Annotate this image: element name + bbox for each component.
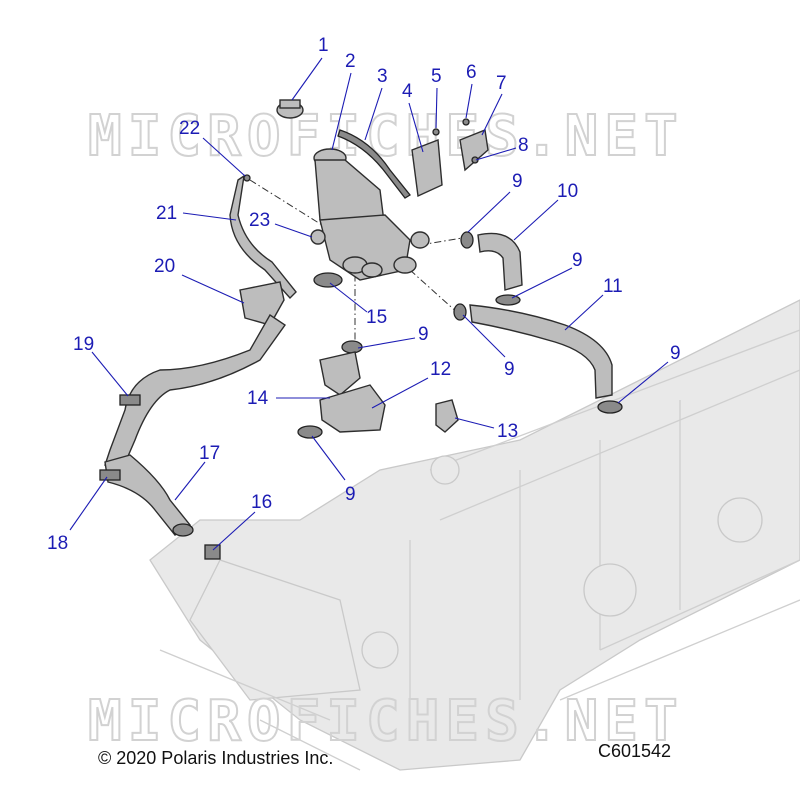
part-18-clamp <box>99 469 121 481</box>
callout-14: 14 <box>247 388 269 409</box>
leader-lines <box>69 57 669 551</box>
callout-5: 5 <box>431 66 442 87</box>
watermark-top: MICROFICHES.NET <box>88 104 684 169</box>
vehicle-frame <box>149 299 800 771</box>
callout-4: 4 <box>402 81 413 102</box>
callout-19: 19 <box>73 334 94 355</box>
part-13-sensor-housing <box>435 399 459 433</box>
callout-12: 12 <box>430 359 451 380</box>
part-14-housing <box>319 351 361 396</box>
part-6-bolt <box>462 118 470 126</box>
part-21-hose <box>229 174 297 300</box>
callout-20: 20 <box>154 256 175 277</box>
part-12-thermostat-housing <box>319 384 386 433</box>
part-20-tee-fitting <box>239 281 285 326</box>
part-16-sensor <box>204 544 221 560</box>
callout-3: 3 <box>377 66 388 87</box>
callout-9-e: 9 <box>418 324 429 345</box>
part-7-bracket <box>459 129 489 172</box>
copyright-notice: © 2020 Polaris Industries Inc. <box>98 748 334 768</box>
outlet-fittings <box>342 231 430 278</box>
part-23-clamp <box>310 229 326 245</box>
part-19-clamp <box>119 394 141 406</box>
callout-11: 11 <box>603 276 623 297</box>
callout-9-a: 9 <box>512 171 523 192</box>
part-9-clamps <box>297 231 623 439</box>
callout-9-b: 9 <box>572 250 583 271</box>
callout-13: 13 <box>497 421 518 442</box>
part-17-coolant-pipe <box>104 454 192 536</box>
part-15-clamp <box>313 272 343 288</box>
callout-18: 18 <box>47 533 68 554</box>
callout-10: 10 <box>557 181 578 202</box>
callout-7: 7 <box>496 73 507 94</box>
callout-9-c: 9 <box>504 359 515 380</box>
part-8-nut <box>471 156 479 164</box>
callout-15: 15 <box>366 307 387 328</box>
part-5-bolt <box>432 128 440 136</box>
callout-labels: 1 2 3 4 5 6 7 8 9 9 9 9 9 9 10 11 12 13 … <box>47 35 681 554</box>
watermark-bottom: MICROFICHES.NET <box>88 689 684 754</box>
callout-9-f: 9 <box>345 484 356 505</box>
callout-23: 23 <box>249 210 270 231</box>
part-10-elbow-hose <box>477 232 523 291</box>
part-1-radiator-cap <box>276 99 304 119</box>
callout-22: 22 <box>179 118 200 139</box>
part-3-vent-hose <box>337 129 411 199</box>
callout-17: 17 <box>199 443 220 464</box>
callout-6: 6 <box>466 62 477 83</box>
callout-21: 21 <box>156 203 177 224</box>
part-4-bracket <box>411 139 443 198</box>
callout-1: 1 <box>318 35 329 56</box>
diagram-code: C601542 <box>598 741 672 761</box>
part-11-radiator-hose <box>469 304 613 399</box>
part-17-end <box>172 523 194 537</box>
callout-8: 8 <box>518 135 529 156</box>
callout-2: 2 <box>345 51 356 72</box>
callout-9-d: 9 <box>670 343 681 364</box>
callout-16: 16 <box>251 492 272 513</box>
part-22-clamp <box>243 174 251 182</box>
